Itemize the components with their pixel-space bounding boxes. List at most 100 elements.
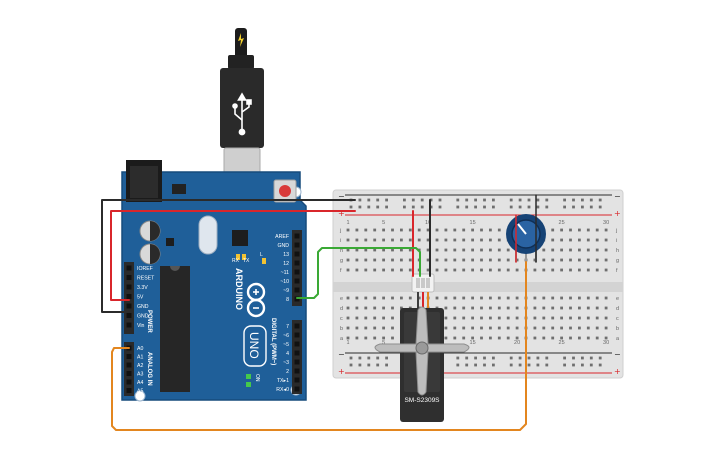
breadboard-hole[interactable] bbox=[515, 326, 519, 330]
breadboard-hole[interactable] bbox=[581, 205, 584, 209]
breadboard-hole[interactable] bbox=[382, 258, 385, 262]
breadboard-hole[interactable] bbox=[435, 296, 439, 300]
breadboard-hole[interactable] bbox=[376, 363, 380, 367]
breadboard-hole[interactable] bbox=[364, 228, 368, 232]
breadboard-hole[interactable] bbox=[480, 248, 483, 252]
breadboard-hole[interactable] bbox=[453, 316, 457, 320]
breadboard-hole[interactable] bbox=[542, 248, 546, 252]
breadboard-hole[interactable] bbox=[578, 248, 581, 252]
breadboard-hole[interactable] bbox=[595, 268, 599, 272]
breadboard-hole[interactable] bbox=[474, 198, 477, 202]
breadboard-hole[interactable] bbox=[533, 326, 537, 330]
breadboard-hole[interactable] bbox=[367, 363, 371, 367]
breadboard-hole[interactable] bbox=[506, 316, 510, 320]
wire-a0-to-pot[interactable] bbox=[111, 261, 527, 431]
breadboard-hole[interactable] bbox=[492, 356, 495, 360]
breadboard-hole[interactable] bbox=[385, 205, 388, 209]
breadboard-hole[interactable] bbox=[471, 228, 474, 232]
breadboard-hole[interactable] bbox=[598, 356, 602, 360]
breadboard-hole[interactable] bbox=[474, 363, 477, 367]
breadboard-hole[interactable] bbox=[444, 228, 448, 232]
power-pin[interactable] bbox=[126, 265, 132, 271]
breadboard-hole[interactable] bbox=[355, 258, 359, 262]
breadboard-hole[interactable] bbox=[509, 363, 513, 367]
breadboard-hole[interactable] bbox=[542, 316, 546, 320]
breadboard-hole[interactable] bbox=[471, 238, 474, 242]
breadboard-hole[interactable] bbox=[533, 268, 537, 272]
breadboard-hole[interactable] bbox=[598, 205, 602, 209]
breadboard-hole[interactable] bbox=[604, 306, 608, 310]
breadboard-hole[interactable] bbox=[581, 363, 584, 367]
breadboard-hole[interactable] bbox=[497, 228, 501, 232]
breadboard-hole[interactable] bbox=[364, 326, 368, 330]
breadboard-hole[interactable] bbox=[598, 198, 602, 202]
breadboard-hole[interactable] bbox=[355, 228, 359, 232]
breadboard-hole[interactable] bbox=[462, 296, 466, 300]
breadboard-hole[interactable] bbox=[483, 356, 486, 360]
wire-ground-to-rail[interactable] bbox=[101, 199, 356, 313]
breadboard-hole[interactable] bbox=[480, 306, 483, 310]
breadboard-hole[interactable] bbox=[542, 326, 546, 330]
breadboard-hole[interactable] bbox=[489, 336, 492, 340]
breadboard-hole[interactable] bbox=[595, 326, 599, 330]
breadboard-hole[interactable] bbox=[346, 248, 350, 252]
breadboard-hole[interactable] bbox=[400, 258, 403, 262]
breadboard-hole[interactable] bbox=[358, 205, 362, 209]
breadboard-hole[interactable] bbox=[346, 336, 350, 340]
breadboard-hole[interactable] bbox=[598, 363, 602, 367]
breadboard-hole[interactable] bbox=[545, 363, 549, 367]
breadboard-hole[interactable] bbox=[595, 228, 599, 232]
breadboard-hole[interactable] bbox=[545, 205, 549, 209]
breadboard-hole[interactable] bbox=[560, 336, 563, 340]
breadboard-hole[interactable] bbox=[515, 268, 519, 272]
breadboard-hole[interactable] bbox=[542, 296, 546, 300]
breadboard-hole[interactable] bbox=[471, 258, 474, 262]
analog-pin[interactable] bbox=[126, 354, 132, 359]
breadboard-hole[interactable] bbox=[400, 238, 403, 242]
breadboard-hole[interactable] bbox=[569, 228, 572, 232]
breadboard-hole[interactable] bbox=[569, 258, 572, 262]
breadboard-hole[interactable] bbox=[497, 268, 501, 272]
breadboard-hole[interactable] bbox=[497, 258, 501, 262]
breadboard-hole[interactable] bbox=[364, 248, 368, 252]
breadboard-hole[interactable] bbox=[456, 198, 460, 202]
breadboard-hole[interactable] bbox=[355, 306, 359, 310]
breadboard-hole[interactable] bbox=[551, 296, 555, 300]
breadboard-hole[interactable] bbox=[385, 356, 388, 360]
breadboard-hole[interactable] bbox=[355, 296, 359, 300]
breadboard-hole[interactable] bbox=[471, 336, 474, 340]
breadboard-hole[interactable] bbox=[346, 316, 350, 320]
breadboard-hole[interactable] bbox=[483, 205, 486, 209]
digital-pin[interactable] bbox=[294, 278, 300, 284]
breadboard-hole[interactable] bbox=[527, 356, 531, 360]
breadboard-hole[interactable] bbox=[506, 268, 510, 272]
breadboard-hole[interactable] bbox=[453, 336, 457, 340]
breadboard-hole[interactable] bbox=[515, 258, 519, 262]
breadboard-hole[interactable] bbox=[551, 228, 555, 232]
breadboard-hole[interactable] bbox=[435, 248, 439, 252]
breadboard-hole[interactable] bbox=[408, 258, 412, 262]
breadboard-hole[interactable] bbox=[560, 228, 563, 232]
breadboard-hole[interactable] bbox=[417, 238, 421, 242]
breadboard-hole[interactable] bbox=[489, 248, 492, 252]
breadboard-hole[interactable] bbox=[471, 296, 474, 300]
breadboard-hole[interactable] bbox=[497, 296, 501, 300]
breadboard-hole[interactable] bbox=[489, 238, 492, 242]
breadboard-hole[interactable] bbox=[595, 306, 599, 310]
breadboard-hole[interactable] bbox=[572, 205, 575, 209]
breadboard-hole[interactable] bbox=[346, 326, 350, 330]
breadboard-hole[interactable] bbox=[536, 363, 540, 367]
breadboard-hole[interactable] bbox=[426, 258, 430, 262]
breadboard-hole[interactable] bbox=[506, 258, 510, 262]
breadboard-hole[interactable] bbox=[408, 228, 412, 232]
breadboard-hole[interactable] bbox=[509, 198, 513, 202]
breadboard-hole[interactable] bbox=[551, 258, 555, 262]
breadboard-hole[interactable] bbox=[560, 326, 563, 330]
breadboard-hole[interactable] bbox=[373, 306, 377, 310]
breadboard-hole[interactable] bbox=[586, 268, 590, 272]
breadboard-hole[interactable] bbox=[497, 336, 501, 340]
breadboard-hole[interactable] bbox=[560, 238, 563, 242]
analog-pin[interactable] bbox=[126, 388, 132, 393]
breadboard-hole[interactable] bbox=[364, 336, 368, 340]
breadboard-hole[interactable] bbox=[417, 296, 421, 300]
